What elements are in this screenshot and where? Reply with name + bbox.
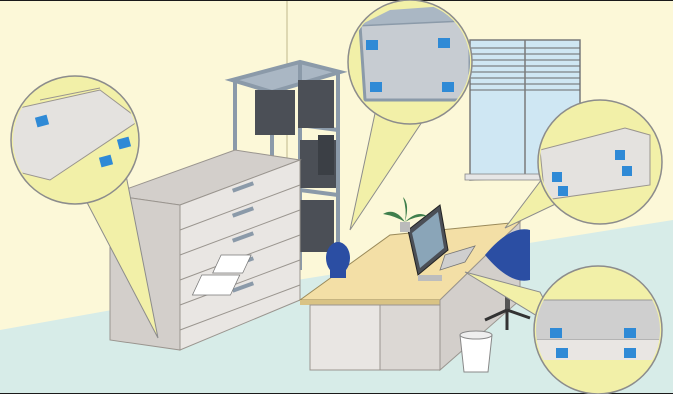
mounting-pad-icon bbox=[552, 172, 562, 182]
mounting-pad-icon bbox=[442, 82, 454, 92]
mounting-pad-icon bbox=[366, 40, 378, 50]
mounting-pad-icon bbox=[622, 166, 632, 176]
mounting-pad-icon bbox=[615, 150, 625, 160]
mounting-pad-icon bbox=[438, 38, 450, 48]
shelf-top-callout bbox=[348, 0, 472, 124]
mounting-pad-icon bbox=[550, 328, 562, 338]
mounting-pad-icon bbox=[370, 82, 382, 92]
desk-side-callout bbox=[538, 100, 662, 224]
cabinet-bottom-callout bbox=[10, 76, 140, 204]
wastebasket bbox=[460, 331, 492, 372]
mounting-pad-icon bbox=[624, 348, 636, 358]
mounting-pad-icon bbox=[556, 348, 568, 358]
mounting-pad-icon bbox=[558, 186, 568, 196]
mounting-pad-icon bbox=[624, 328, 636, 338]
